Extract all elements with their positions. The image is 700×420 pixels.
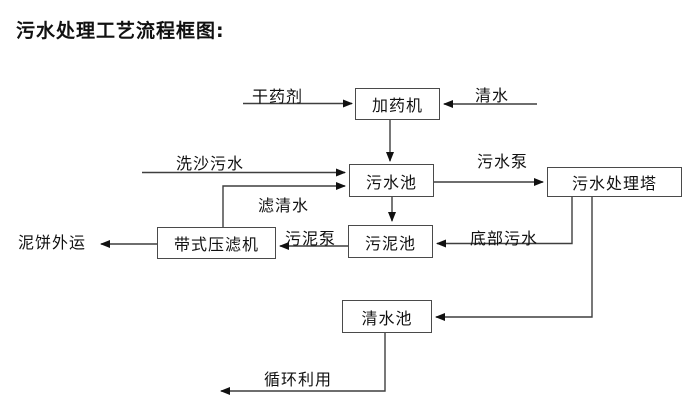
flow-label-sewage-pump: 污水泵 — [477, 152, 529, 171]
connector-tower-to-clean-pool — [435, 197, 593, 321]
connector-clean-pool-to-recycling — [220, 333, 386, 395]
node-sludge-pool: 污泥池 — [348, 225, 433, 258]
flow-label-clean-water: 清水 — [475, 86, 510, 105]
flow-label-dry-agent: 干药剂 — [252, 87, 304, 106]
node-clean-water-pool: 清水池 — [342, 300, 432, 333]
node-dosing-machine: 加药机 — [355, 88, 440, 120]
flow-label-sand-washing-sewage: 洗沙污水 — [176, 154, 245, 173]
node-belt-filter-press: 带式压滤机 — [157, 227, 276, 259]
flow-label-recycling: 循环利用 — [264, 370, 333, 389]
flow-label-sludge-pump: 污泥泵 — [285, 229, 337, 248]
flow-label-bottom-sewage: 底部污水 — [470, 229, 539, 248]
connector-bottom-sewage-to-sludge-pool — [436, 197, 573, 248]
node-sewage-pool: 污水池 — [349, 164, 434, 197]
node-treatment-tower: 污水处理塔 — [547, 167, 682, 197]
page-title: 污水处理工艺流程框图: — [16, 20, 225, 42]
flow-label-filtered-water: 滤清水 — [258, 196, 310, 215]
flow-label-mud-cake-outbound: 泥饼外运 — [18, 233, 87, 252]
connector-filtered-water-to-sewage-pool — [222, 182, 346, 227]
